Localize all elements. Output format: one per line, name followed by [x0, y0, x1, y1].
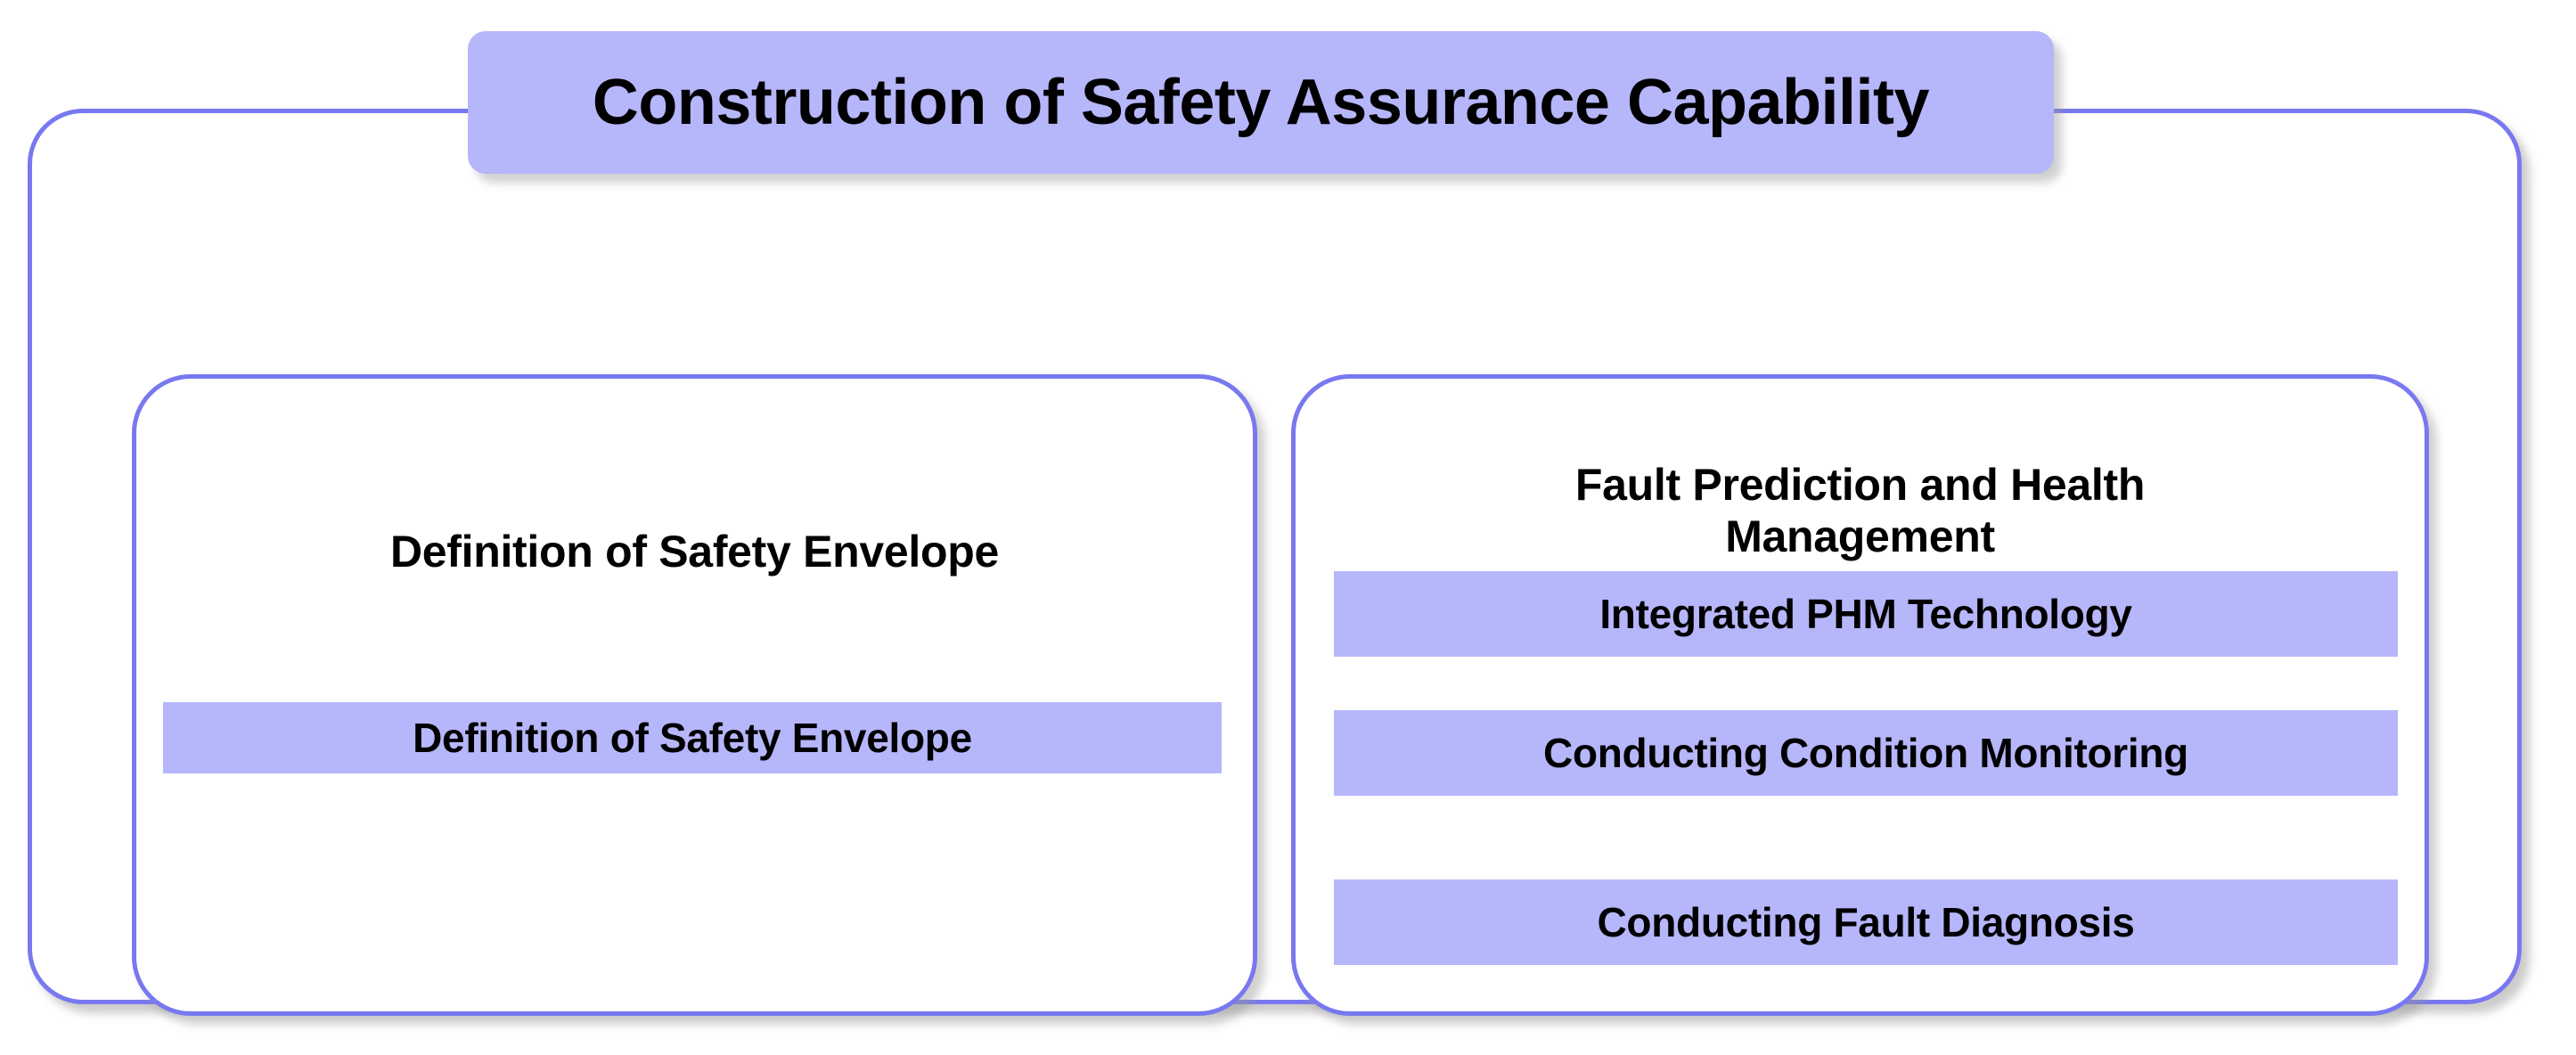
item-definition-of-safety-envelope[interactable]: Definition of Safety Envelope: [163, 702, 1222, 773]
panel-heading-line-1: Fault Prediction and Health: [1574, 460, 2146, 510]
panel-heading-definition-of-safety-envelope: Definition of Safety Envelope: [389, 527, 1000, 577]
item-integrated-phm-technology[interactable]: Integrated PHM Technology: [1334, 571, 2398, 657]
page-title: Construction of Safety Assurance Capabil…: [592, 67, 1930, 138]
title-banner-construction-of-safety-assurance-capability[interactable]: Construction of Safety Assurance Capabil…: [468, 31, 2054, 174]
panel-heading-line-2: Management: [1725, 511, 1995, 561]
outer-container-safety-assurance: Definition of Safety Envelope Definition…: [28, 109, 2522, 1016]
panel-heading-fault-prediction-and-health-management: Fault Prediction and Health Management: [1296, 459, 2425, 562]
item-conducting-fault-diagnosis[interactable]: Conducting Fault Diagnosis: [1334, 879, 2398, 965]
item-conducting-condition-monitoring[interactable]: Conducting Condition Monitoring: [1334, 710, 2398, 796]
panel-fault-prediction-and-health-management[interactable]: Fault Prediction and Health Management I…: [1291, 374, 2429, 1016]
panel-definition-of-safety-envelope[interactable]: Definition of Safety Envelope Definition…: [132, 374, 1257, 1016]
